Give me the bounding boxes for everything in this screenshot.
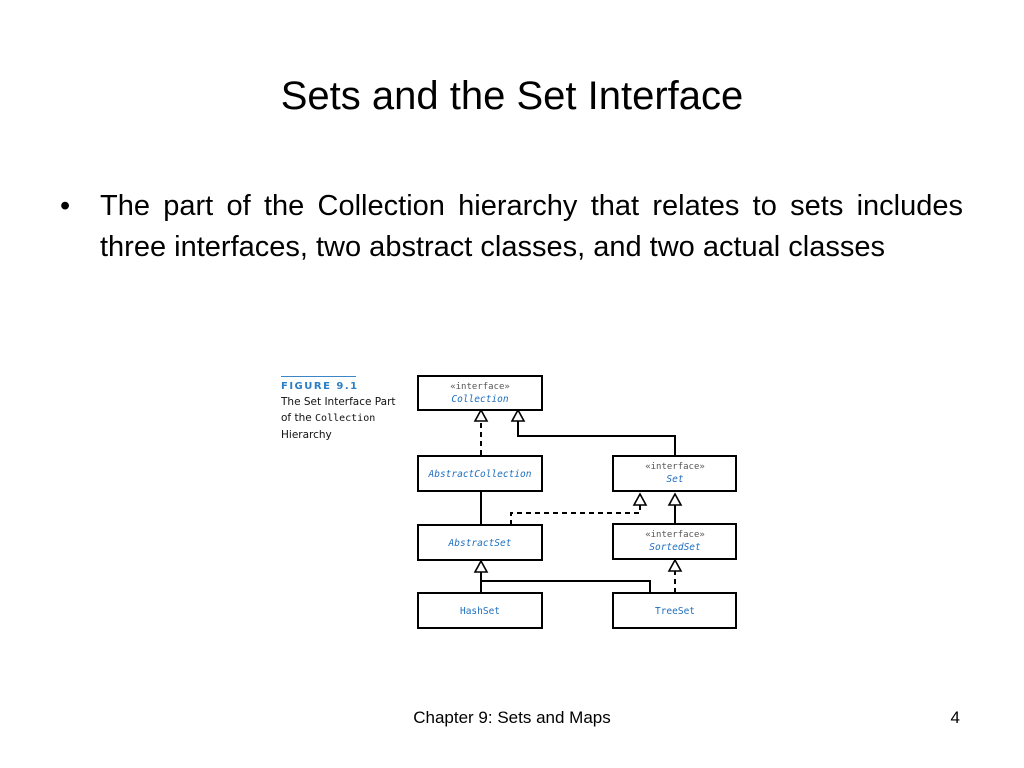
diagram-edges [473, 408, 683, 593]
arrowhead [473, 408, 489, 422]
bullet-point: • The part of the Collection hierarchy t… [60, 186, 963, 268]
arrowhead [667, 492, 683, 506]
arrowhead [667, 558, 683, 572]
caption-code: Collection [315, 413, 376, 424]
arrowhead [473, 559, 489, 573]
bullet-symbol: • [60, 190, 71, 222]
node-name: SortedSet [649, 542, 701, 553]
edge-abstractset-set [510, 505, 641, 525]
node-abstract-set: AbstractSet [417, 524, 543, 561]
edge-set-collection [517, 421, 676, 456]
figure-caption: FIGURE 9.1 The Set Interface Part of the… [281, 376, 401, 443]
node-box [612, 455, 737, 492]
node-box [417, 592, 543, 629]
node-name: Collection [451, 394, 508, 405]
node-box [417, 524, 543, 561]
node-name: AbstractSet [448, 538, 512, 549]
node-stereotype: «interface» [645, 530, 705, 540]
arrowhead [510, 408, 526, 422]
caption-line-2-prefix: of the [281, 412, 316, 424]
figure-label: FIGURE 9.1 [281, 381, 359, 392]
node-hash-set: HashSet [417, 592, 543, 629]
node-box [612, 592, 737, 629]
caption-line-2: of the Collection [281, 410, 401, 427]
node-name: TreeSet [655, 606, 695, 617]
caption-line-3: Hierarchy [281, 429, 332, 441]
node-stereotype: «interface» [450, 382, 510, 392]
node-box [417, 455, 543, 492]
footer-chapter: Chapter 9: Sets and Maps [413, 708, 611, 727]
slide-title: Sets and the Set Interface [280, 74, 744, 118]
node-box [612, 523, 737, 560]
node-box [417, 375, 543, 411]
node-abstract-collection: AbstractCollection [417, 455, 543, 492]
node-set: «interface» Set [612, 455, 737, 492]
arrowhead [632, 492, 648, 506]
page-number: 4 [950, 708, 960, 727]
node-sorted-set: «interface» SortedSet [612, 523, 737, 560]
edge-treeset-abstractset [481, 580, 651, 593]
node-stereotype: «interface» [645, 462, 705, 472]
node-name: AbstractCollection [428, 469, 532, 480]
caption-rule [281, 376, 356, 377]
bullet-text: The part of the Collection hierarchy tha… [100, 190, 963, 263]
node-name: Set [666, 474, 683, 485]
caption-line-1: The Set Interface Part [281, 396, 396, 408]
node-collection: «interface» Collection [417, 375, 543, 411]
node-name: HashSet [460, 606, 500, 617]
node-tree-set: TreeSet [612, 592, 737, 629]
